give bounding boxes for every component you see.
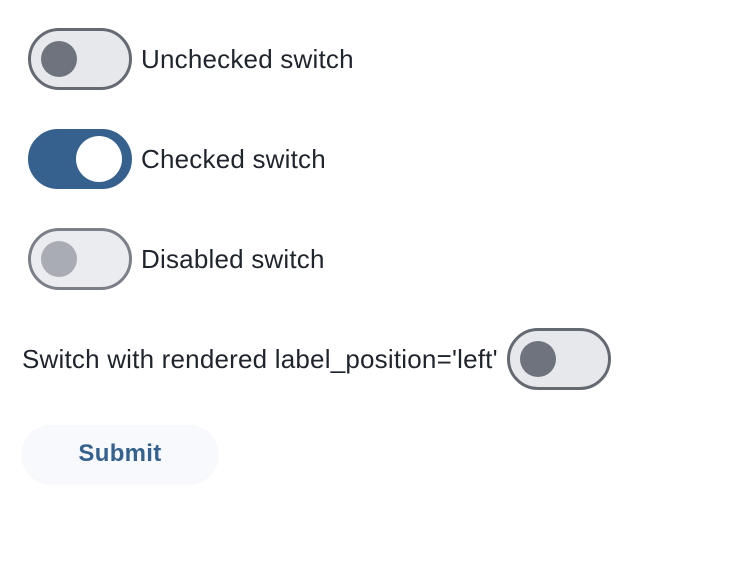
switch-thumb <box>41 41 77 77</box>
switch-row-disabled: Disabled switch <box>22 228 730 290</box>
checked-switch[interactable] <box>28 129 132 189</box>
unchecked-switch[interactable] <box>28 28 132 90</box>
left-label-switch[interactable] <box>506 328 611 390</box>
switch-thumb <box>41 241 77 277</box>
unchecked-switch-label: Unchecked switch <box>141 44 354 74</box>
checked-switch-label: Checked switch <box>141 144 326 174</box>
submit-button[interactable]: Submit <box>22 425 218 483</box>
disabled-switch <box>28 228 132 290</box>
switch-row-unchecked: Unchecked switch <box>22 28 730 90</box>
switch-thumb <box>76 136 122 182</box>
disabled-switch-label: Disabled switch <box>141 244 325 274</box>
switch-demo-page: Unchecked switch Checked switch Disabled… <box>22 28 730 483</box>
switch-row-checked: Checked switch <box>22 128 730 190</box>
switch-thumb <box>519 341 556 377</box>
left-label-switch-label: Switch with rendered label_position='lef… <box>22 344 498 374</box>
switch-row-label-left: Switch with rendered label_position='lef… <box>22 328 730 390</box>
